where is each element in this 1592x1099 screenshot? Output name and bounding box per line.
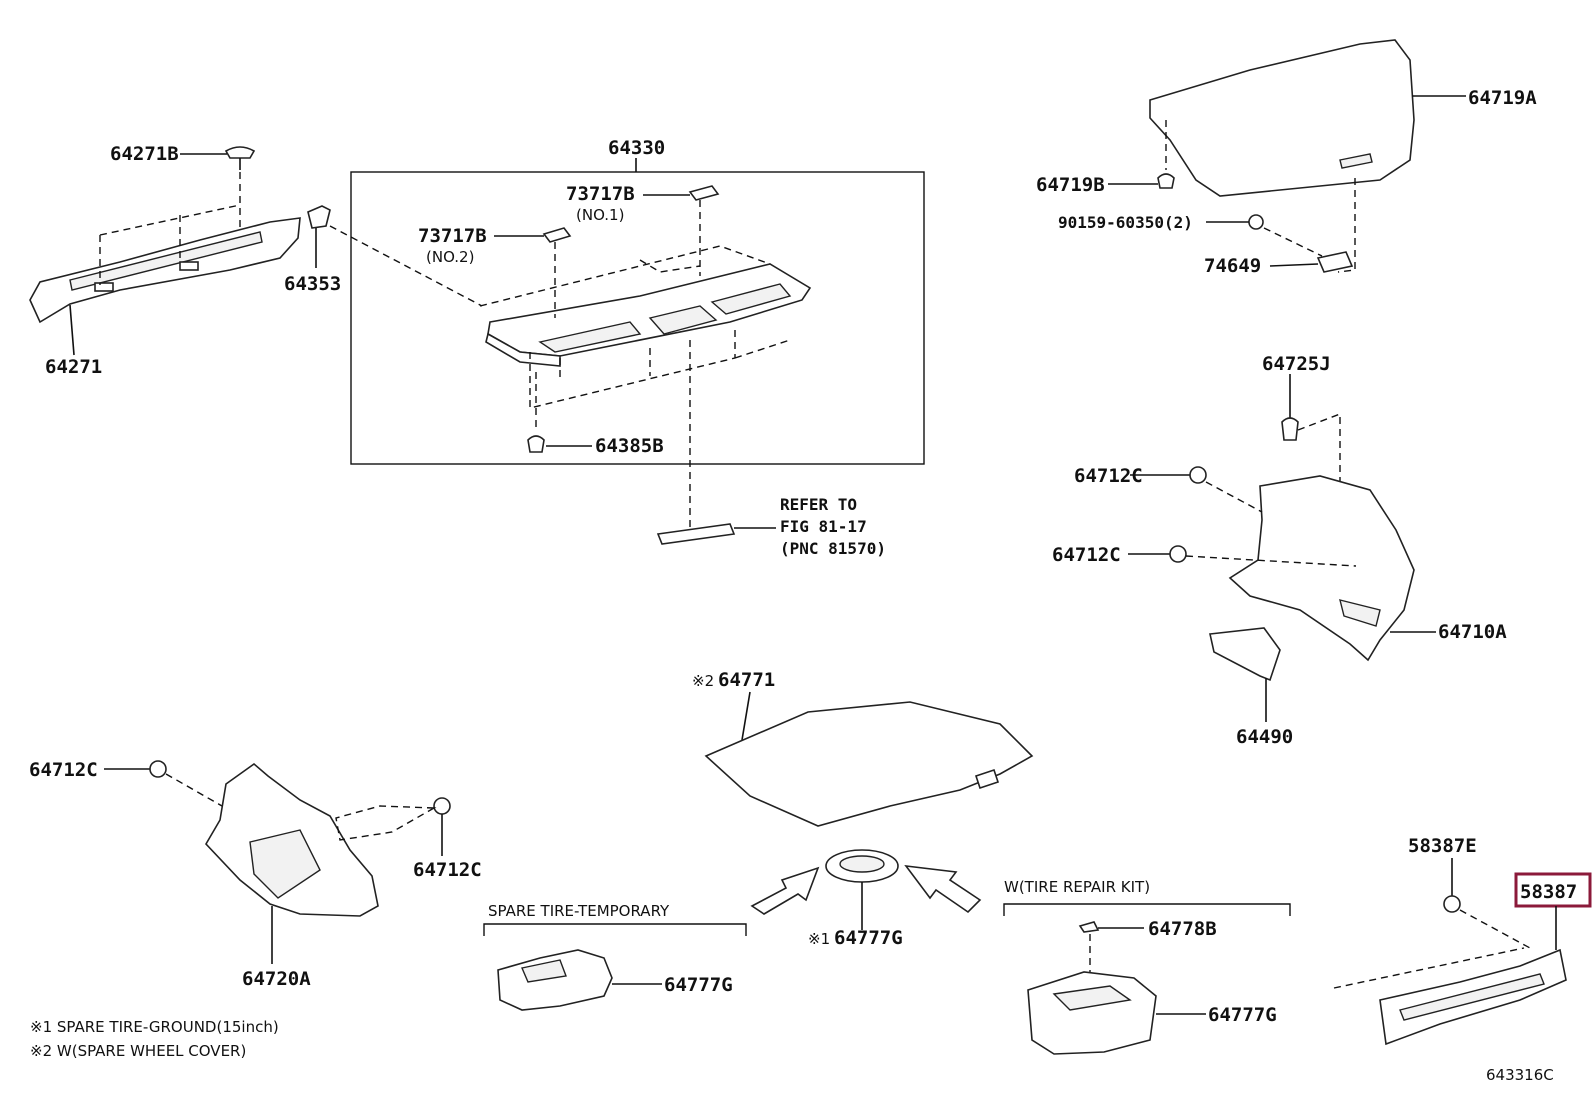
part-64720A-side-trim[interactable] bbox=[205, 762, 379, 964]
label-90159-60350[interactable]: 90159-60350(2) bbox=[1058, 213, 1193, 232]
leader-64771 bbox=[741, 691, 751, 741]
part-58387-sill-plate[interactable] bbox=[1379, 906, 1567, 1046]
assembly-line bbox=[165, 773, 223, 807]
label-64712C-r2[interactable]: 64712C bbox=[1052, 544, 1121, 566]
label-64778B[interactable]: 64778B bbox=[1148, 918, 1217, 940]
label-64271[interactable]: 64271 bbox=[45, 356, 102, 378]
arrow-right-icon bbox=[904, 864, 982, 914]
assembly-line bbox=[1297, 412, 1341, 560]
part-64385B-clip[interactable] bbox=[527, 435, 592, 453]
label-64271B[interactable]: 64271B bbox=[110, 143, 179, 165]
part-64490-bracket[interactable] bbox=[1209, 627, 1281, 722]
assembly-line bbox=[335, 805, 437, 841]
assembly-line bbox=[99, 172, 241, 285]
assembly-line bbox=[1205, 481, 1263, 513]
assembly-line bbox=[1333, 909, 1531, 989]
label-74649[interactable]: 74649 bbox=[1204, 255, 1261, 277]
group-box-64330 bbox=[350, 171, 925, 465]
group-bracket-tire-kit bbox=[1003, 903, 1291, 916]
tire-kit-title: W(TIRE REPAIR KIT) bbox=[1004, 878, 1150, 896]
label-64712C-l2[interactable]: 64712C bbox=[413, 859, 482, 881]
highlight-box-58387 bbox=[1514, 872, 1592, 908]
label-64719B[interactable]: 64719B bbox=[1036, 174, 1105, 196]
label-73717B-no2[interactable]: 73717B bbox=[418, 225, 487, 247]
part-64777G-left-tray[interactable] bbox=[497, 949, 662, 1011]
label-64353[interactable]: 64353 bbox=[284, 273, 341, 295]
footnote-1: ※1 SPARE TIRE-GROUND(15inch) bbox=[30, 1018, 279, 1036]
label-64771[interactable]: 64771 bbox=[718, 669, 775, 691]
assembly-line bbox=[639, 259, 701, 273]
label-58387[interactable]: 58387 bbox=[1520, 881, 1577, 903]
part-64719A-trunk-lid-trim[interactable] bbox=[1149, 39, 1466, 197]
label-64490[interactable]: 64490 bbox=[1236, 726, 1293, 748]
refer-line2: FIG 81-17 bbox=[780, 517, 867, 536]
label-64777G-mid-mark: ※1 bbox=[808, 930, 830, 948]
part-64353-bracket[interactable] bbox=[307, 205, 331, 268]
part-90159-60350-screw[interactable] bbox=[1206, 214, 1264, 230]
assembly-line bbox=[329, 225, 483, 307]
part-64271B-clip[interactable] bbox=[180, 146, 256, 170]
refer-line3: (PNC 81570) bbox=[780, 539, 886, 558]
part-64710A-side-trim[interactable] bbox=[1228, 475, 1436, 662]
label-64385B[interactable]: 64385B bbox=[595, 435, 664, 457]
part-74649-handle[interactable] bbox=[1269, 251, 1354, 273]
part-64712C-clip-r2[interactable] bbox=[1128, 545, 1187, 563]
label-64710A[interactable]: 64710A bbox=[1438, 621, 1507, 643]
label-64720A[interactable]: 64720A bbox=[242, 968, 311, 990]
arrow-left-icon bbox=[750, 866, 820, 915]
part-64777G-mid-cover[interactable] bbox=[825, 849, 899, 930]
part-64712C-clip-r1[interactable] bbox=[1130, 466, 1207, 484]
part-64771-spare-wheel-cover[interactable] bbox=[704, 701, 1034, 827]
label-64719A[interactable]: 64719A bbox=[1468, 87, 1537, 109]
label-64777G-right[interactable]: 64777G bbox=[1208, 1004, 1277, 1026]
label-64712C-r1[interactable]: 64712C bbox=[1074, 465, 1143, 487]
part-64271-trim[interactable] bbox=[29, 217, 301, 356]
assembly-line bbox=[1185, 555, 1357, 567]
part-64712C-clip-l1[interactable] bbox=[104, 760, 167, 778]
footnote-2: ※2 W(SPARE WHEEL COVER) bbox=[30, 1042, 246, 1060]
part-73717B-no2[interactable] bbox=[494, 227, 572, 243]
part-64719B-clip[interactable] bbox=[1108, 173, 1175, 189]
spare-temp-title: SPARE TIRE-TEMPORARY bbox=[488, 902, 670, 920]
label-64725J[interactable]: 64725J bbox=[1262, 353, 1331, 375]
diagram-code: 643316C bbox=[1486, 1066, 1554, 1084]
label-73717B-no1[interactable]: 73717B bbox=[566, 183, 635, 205]
part-64330-package-tray[interactable] bbox=[485, 263, 812, 367]
label-64777G-mid[interactable]: 64777G bbox=[834, 927, 903, 949]
label-64330[interactable]: 64330 bbox=[608, 137, 665, 159]
part-58387E-clip[interactable] bbox=[1443, 858, 1461, 913]
label-58387E[interactable]: 58387E bbox=[1408, 835, 1477, 857]
assembly-line bbox=[479, 245, 791, 409]
label-64712C-l1[interactable]: 64712C bbox=[29, 759, 98, 781]
part-64725J-clip[interactable] bbox=[1281, 374, 1299, 441]
part-64778B-clip[interactable] bbox=[1078, 921, 1144, 933]
part-64712C-clip-l2[interactable] bbox=[433, 797, 451, 856]
refer-line1: REFER TO bbox=[780, 495, 857, 514]
part-81570-lamp[interactable] bbox=[656, 523, 776, 545]
label-no2: (NO.2) bbox=[426, 248, 474, 266]
label-64771-mark: ※2 bbox=[692, 672, 714, 690]
part-73717B-no1[interactable] bbox=[643, 185, 720, 201]
assembly-line bbox=[1263, 178, 1356, 273]
part-64777G-right-tray[interactable] bbox=[1027, 971, 1206, 1055]
label-no1: (NO.1) bbox=[576, 206, 624, 224]
label-64777G-left[interactable]: 64777G bbox=[664, 974, 733, 996]
group-bracket-spare-temp bbox=[483, 923, 747, 936]
